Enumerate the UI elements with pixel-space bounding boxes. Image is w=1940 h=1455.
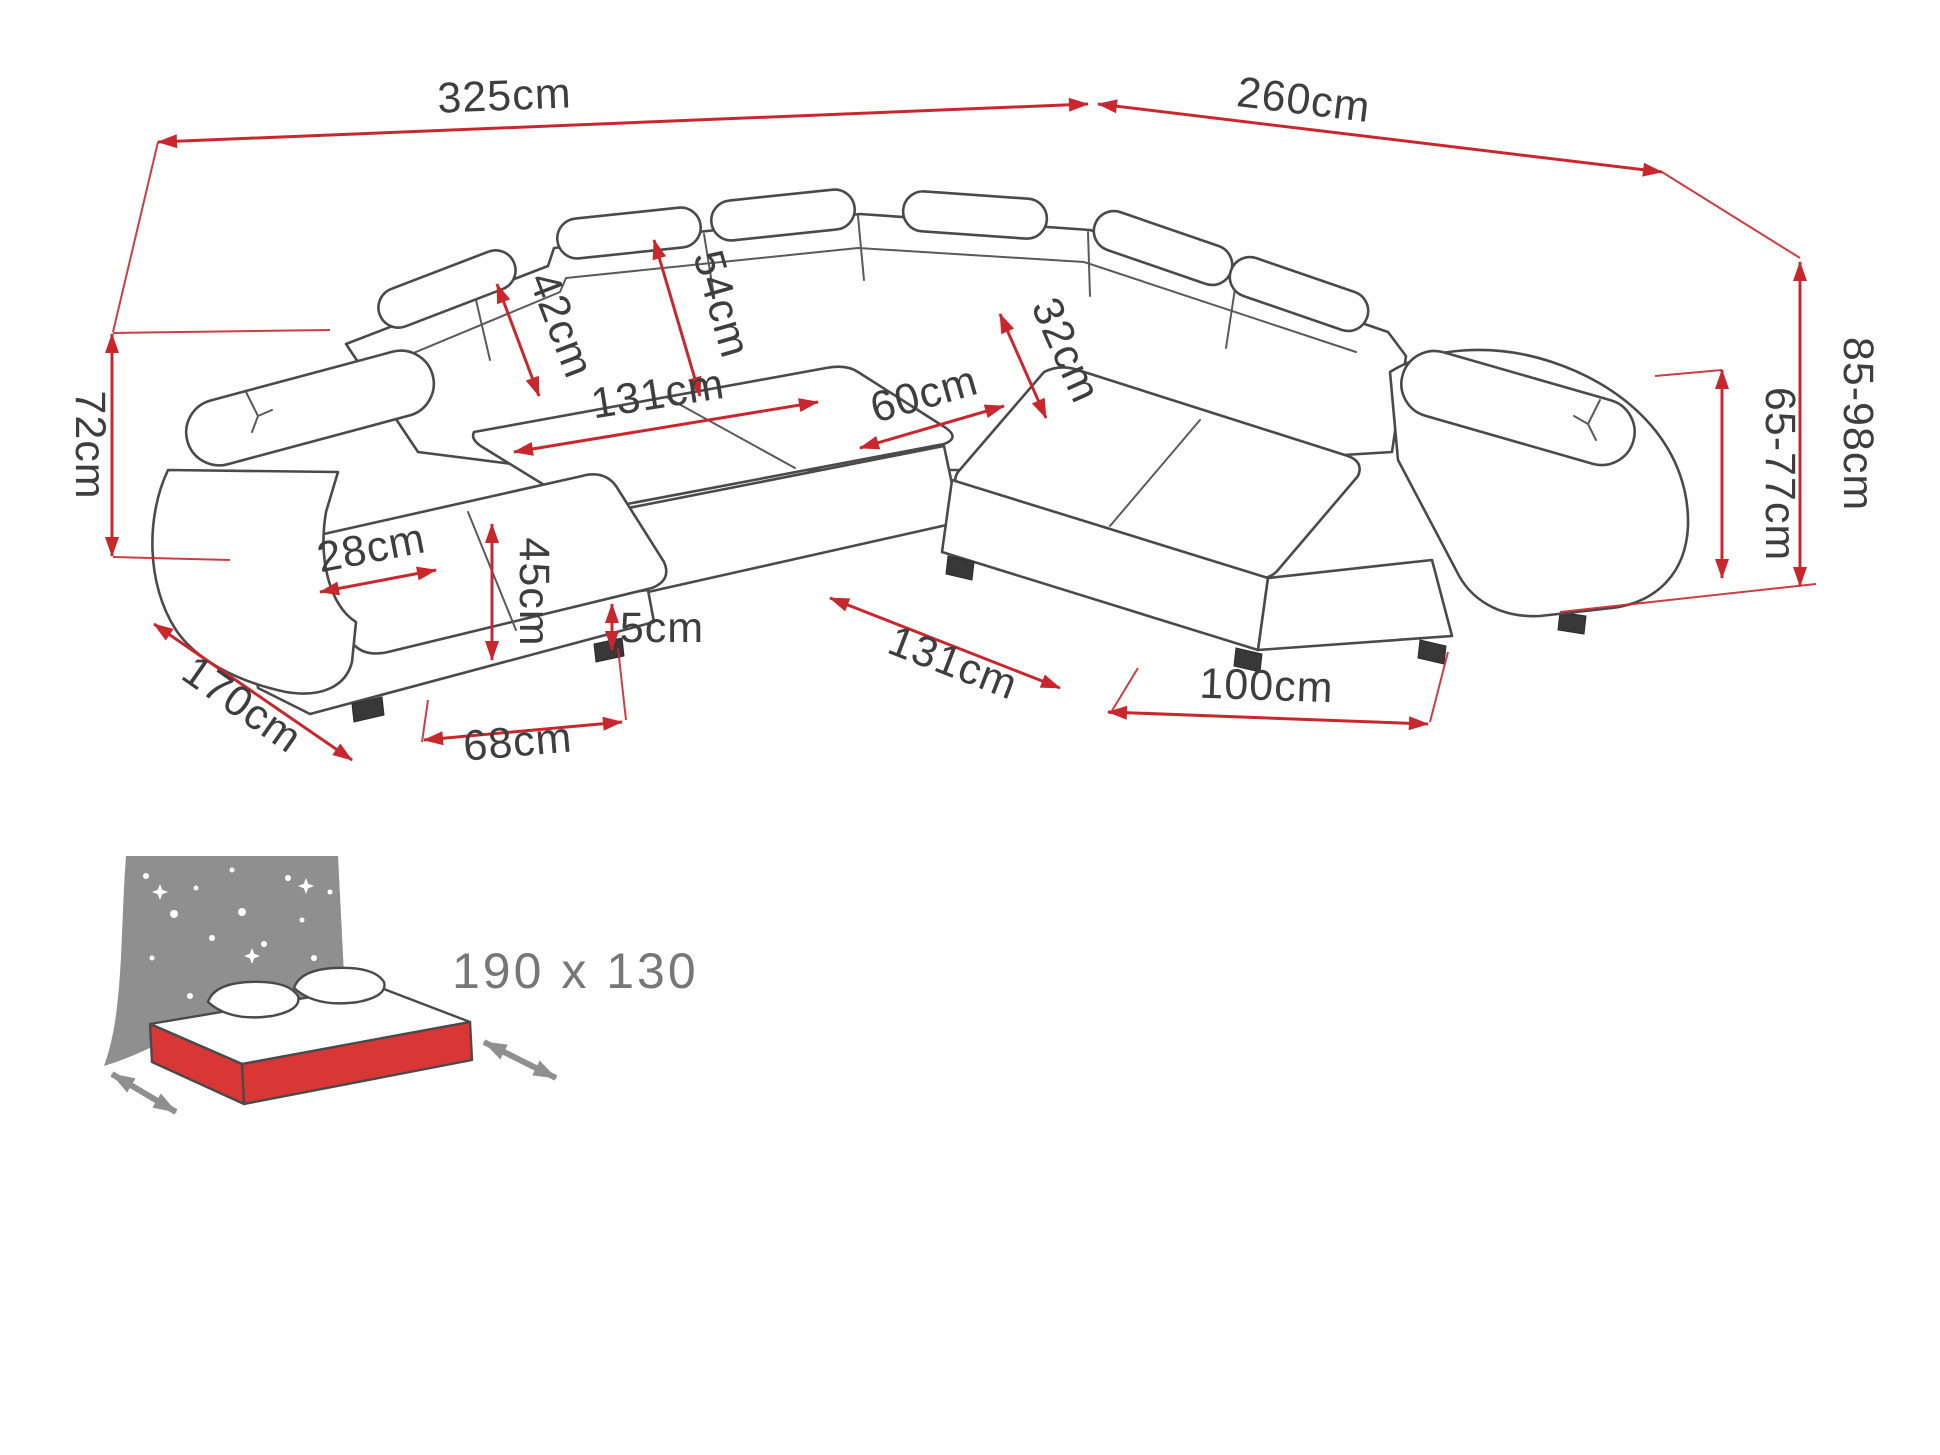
- tick-100-right: [1429, 651, 1449, 723]
- tick-72-bottom: [112, 556, 231, 561]
- dim-label-100: 100cm: [1199, 660, 1335, 713]
- pillow-right: [292, 966, 386, 1005]
- dim-label-131-bottom: 131cm: [882, 616, 1024, 709]
- mattress-front-right: [240, 1020, 474, 1106]
- tick-right-bottom: [1559, 583, 1817, 613]
- dim-line-28: [319, 566, 437, 596]
- bed-size-label: 190 x 130: [452, 943, 699, 999]
- headrest-lever-right-icon: [1573, 399, 1601, 441]
- dim-label-5: 5cm: [620, 604, 704, 652]
- dim-line-60: [859, 404, 1005, 450]
- dim-line-131-left: [513, 398, 819, 456]
- sofa-legs: [351, 555, 1587, 723]
- night-backdrop: [104, 856, 346, 1066]
- dim-line-100: [1107, 705, 1429, 731]
- armrest-right-bolster: [1400, 349, 1636, 467]
- dim-line-54: [652, 239, 702, 397]
- dim-label-65-77: 65-77cm: [1756, 387, 1804, 561]
- tick-68-right: [617, 647, 627, 721]
- connector-top-left: [112, 141, 159, 333]
- back-cushion-seam-1: [475, 299, 491, 361]
- armrest-left-bolster: [184, 349, 436, 467]
- dim-label-45: 45cm: [510, 537, 558, 646]
- dimension-lines: [105, 97, 1817, 762]
- dim-line-131-bottom: [829, 596, 1061, 690]
- headrest-lever-left-icon: [245, 391, 273, 433]
- tick-100-left: [1109, 667, 1139, 715]
- tick-72-top: [112, 329, 331, 334]
- dim-line-68: [423, 716, 623, 746]
- back-cushion-seam-3: [857, 215, 865, 281]
- armrest-left: [151, 468, 358, 695]
- back-cushion-seam-4: [1087, 231, 1091, 297]
- tick-right-top: [1654, 369, 1723, 377]
- dim-line-32: [998, 313, 1048, 419]
- connector-top-right: [1661, 171, 1801, 259]
- sofa-bed-icon: 190 x 130: [104, 856, 699, 1115]
- dim-label-72: 72cm: [66, 390, 114, 499]
- unfold-arrow-left-icon: [110, 1071, 178, 1115]
- back-cushion-seam-2: [703, 233, 715, 297]
- dim-line-325: [157, 97, 1089, 149]
- unfold-arrow-right-icon: [482, 1039, 558, 1081]
- dim-label-85-98: 85-98cm: [1834, 337, 1882, 511]
- dim-line-42: [495, 283, 541, 397]
- dim-label-325: 325cm: [436, 69, 572, 122]
- dim-label-68: 68cm: [461, 713, 574, 770]
- seat-cushion-right-seam: [1109, 419, 1201, 527]
- dim-line-260: [1097, 99, 1663, 177]
- base-right-section: [1256, 558, 1454, 652]
- tick-68-left: [421, 699, 429, 743]
- dim-line-170: [153, 622, 353, 762]
- back-cushion-seam-5: [1225, 281, 1237, 349]
- pillow-left: [206, 980, 300, 1019]
